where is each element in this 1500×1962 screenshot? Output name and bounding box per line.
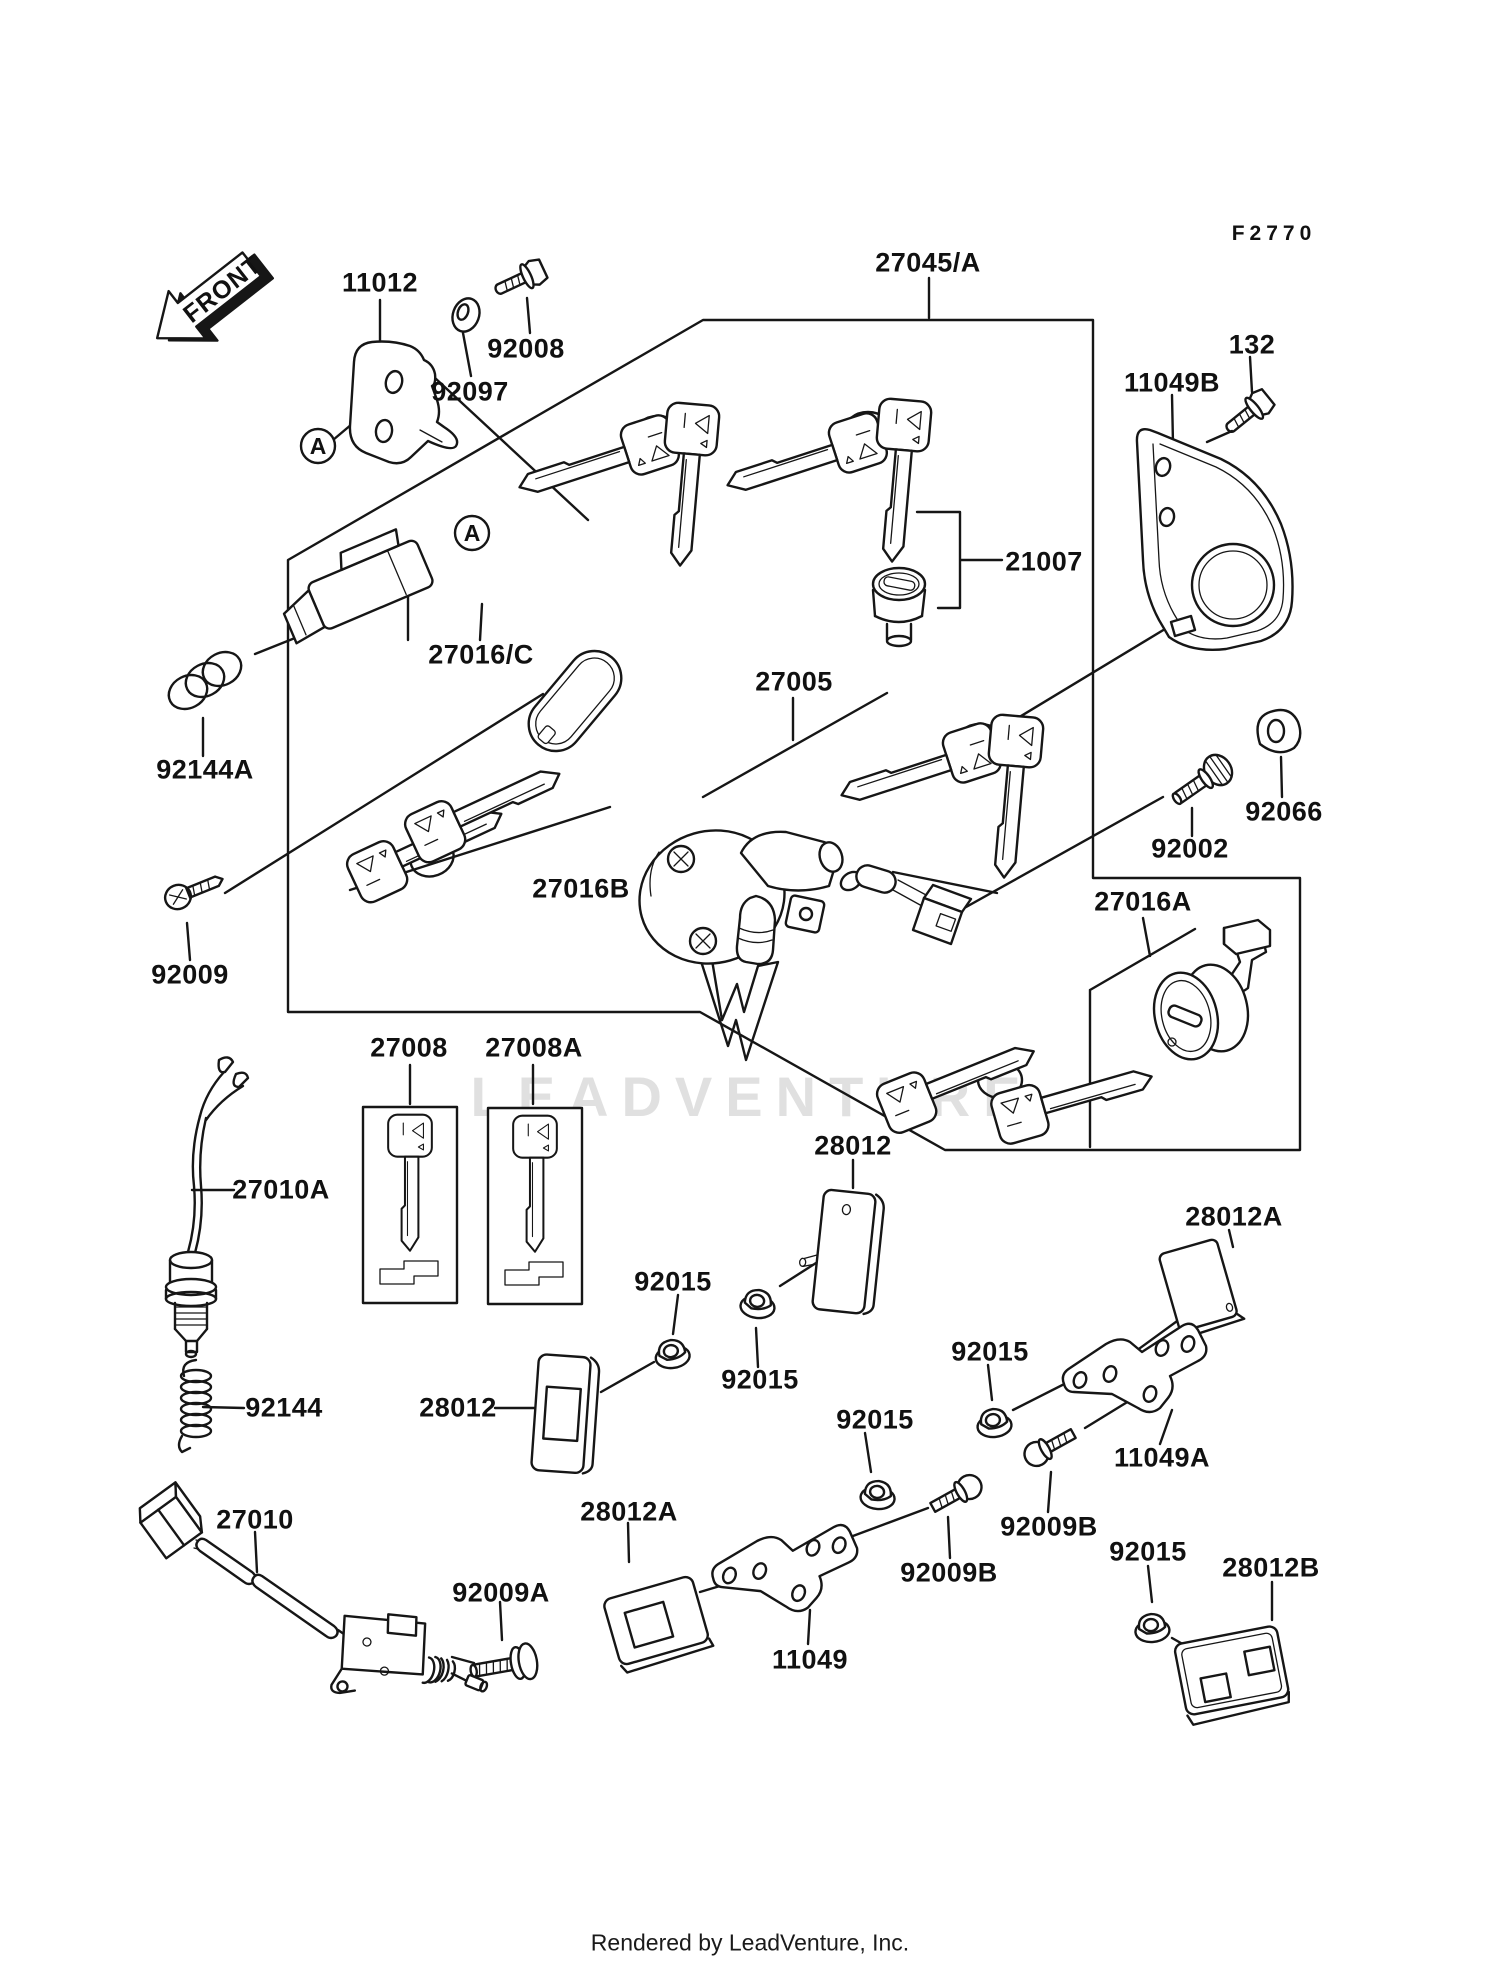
part-label-92009A: 92009A xyxy=(452,1577,550,1608)
washer-92097 xyxy=(451,297,481,333)
part-label-28012-lower: 28012 xyxy=(419,1392,497,1423)
lock-cylinder-27016A xyxy=(1152,918,1272,1061)
ignition-switch-27005 xyxy=(638,829,973,966)
part-label-11049: 11049 xyxy=(771,1644,849,1675)
screw-92009-icon xyxy=(160,866,229,915)
part-label-92015-3: 92015 xyxy=(951,1336,1029,1367)
reflector-28012A-right xyxy=(1158,1238,1246,1341)
reflector-28012-upper xyxy=(799,1188,885,1316)
grommet-92066 xyxy=(1256,708,1302,754)
bolt-92009B-left-icon xyxy=(925,1469,988,1520)
reflector-28012B xyxy=(1173,1625,1291,1726)
part-label-11049B: 11049B xyxy=(1123,367,1221,398)
part-label-92009B-upper: 92009B xyxy=(1000,1511,1098,1542)
lock-barrel-27016C xyxy=(282,528,434,645)
part-label-27005: 27005 xyxy=(755,666,833,697)
footer-credit: Rendered by LeadVenture, Inc. xyxy=(590,1929,910,1956)
part-label-28012A-lower: 28012A xyxy=(580,1496,678,1527)
part-label-92015-1: 92015 xyxy=(634,1266,712,1297)
part-label-27008A: 27008A xyxy=(485,1032,583,1063)
part-label-27010A: 27010A xyxy=(232,1174,330,1205)
part-label-28012A-right: 28012A xyxy=(1185,1201,1283,1232)
part-label-132: 132 xyxy=(1228,329,1276,360)
key-pair-E xyxy=(342,749,572,908)
key-cover-27016B xyxy=(527,649,623,753)
bolt-92008-icon xyxy=(489,255,550,304)
part-label-92097: 92097 xyxy=(431,376,509,407)
part-label-27010: 27010 xyxy=(216,1504,294,1535)
part-label-11049A: 11049A xyxy=(1113,1442,1211,1473)
part-label-92144: 92144 xyxy=(245,1392,323,1423)
key-tag-27008A xyxy=(488,1108,582,1304)
part-label-28012-upper: 28012 xyxy=(814,1130,892,1161)
part-label-27016A: 27016A xyxy=(1094,886,1192,917)
reflector-28012A-lower xyxy=(603,1575,715,1674)
part-label-92009B-left: 92009B xyxy=(900,1557,998,1588)
bolt-92009B-upper-icon xyxy=(1018,1421,1081,1472)
part-label-27045A: 27045/A xyxy=(875,247,981,278)
svg-text:A: A xyxy=(464,520,481,546)
nut-92015-1-icon xyxy=(652,1336,693,1372)
reflector-28012-lower xyxy=(530,1353,601,1475)
part-label-92008: 92008 xyxy=(487,333,565,364)
nut-92015-2-icon xyxy=(738,1287,778,1321)
part-label-11012: 11012 xyxy=(341,267,419,298)
part-label-21007: 21007 xyxy=(1005,546,1083,577)
part-label-92015-4: 92015 xyxy=(836,1404,914,1435)
nut-92015-4-icon xyxy=(858,1478,898,1512)
bracket-11049A xyxy=(1061,1322,1208,1414)
part-label-27016C: 27016/C xyxy=(428,639,534,670)
key-pair-D xyxy=(872,1025,1160,1148)
bracket-11049B xyxy=(1135,428,1294,651)
switch-27010A xyxy=(164,1056,250,1359)
part-label-92144A: 92144A xyxy=(156,754,254,785)
key-pair-C xyxy=(832,712,1046,882)
part-label-92066: 92066 xyxy=(1245,796,1323,827)
group-boxes xyxy=(286,318,1302,1152)
bracket-11049 xyxy=(709,1517,860,1616)
key-pair-B xyxy=(718,396,934,566)
spring-92144 xyxy=(177,1358,213,1454)
diagram-code: F2770 xyxy=(1231,222,1317,245)
front-arrow-icon: FRONT xyxy=(155,250,274,342)
bolt-92002-icon xyxy=(1164,748,1240,815)
part-label-27016B: 27016B xyxy=(532,873,630,904)
part-label-92015-5: 92015 xyxy=(1109,1536,1187,1567)
cover-plate-11012 xyxy=(348,340,459,465)
part-label-92009: 92009 xyxy=(151,959,229,990)
connector-27010 xyxy=(138,1481,362,1647)
marker-A-1: A xyxy=(299,427,337,465)
part-label-92002: 92002 xyxy=(1151,833,1229,864)
key-tag-27008 xyxy=(363,1107,457,1303)
part-label-92015-2: 92015 xyxy=(721,1364,799,1395)
plug-21007 xyxy=(871,566,927,648)
nut-92015-3-icon xyxy=(974,1406,1014,1440)
marker-A-2: A xyxy=(453,514,491,552)
spring-92144A xyxy=(167,650,243,711)
svg-text:A: A xyxy=(310,433,327,459)
key-pair-A xyxy=(510,400,722,570)
nut-92015-5-icon xyxy=(1132,1611,1172,1645)
part-label-28012B: 28012B xyxy=(1222,1552,1320,1583)
part-label-27008: 27008 xyxy=(370,1032,448,1063)
switch-27010 xyxy=(330,1613,489,1695)
